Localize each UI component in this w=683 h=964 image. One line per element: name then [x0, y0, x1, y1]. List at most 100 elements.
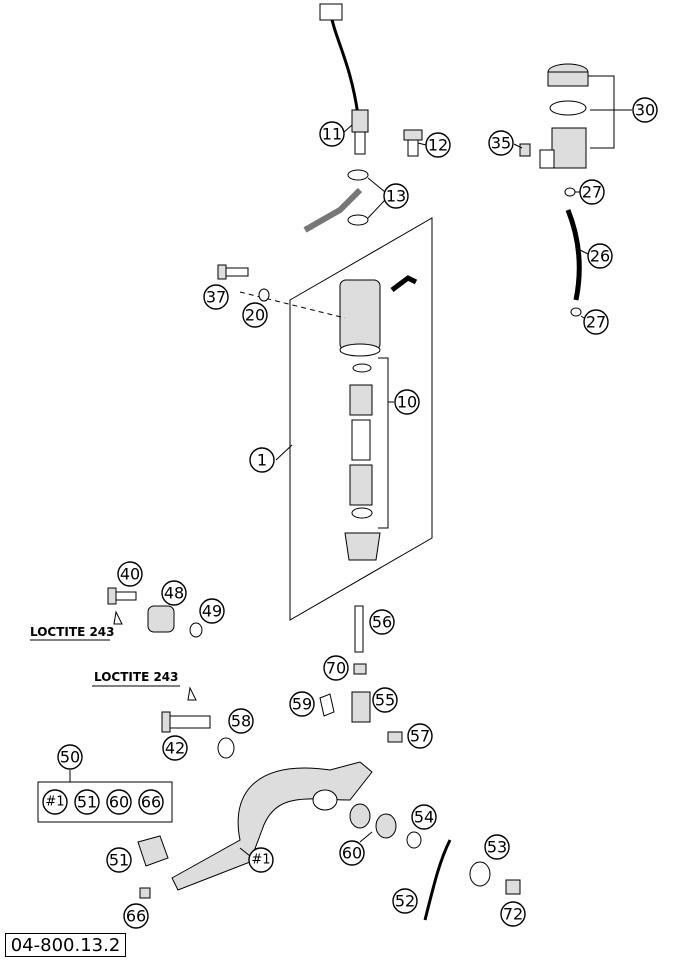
- svg-text:55: 55: [375, 691, 395, 710]
- clip-59: [319, 693, 335, 717]
- loctite-drop-1: [113, 610, 123, 625]
- seal-ring-upper: [347, 169, 369, 181]
- loctite-label-1: LOCTITE 243: [30, 625, 115, 639]
- svg-text:52: 52: [395, 892, 415, 911]
- svg-text:48: 48: [164, 584, 184, 603]
- callout-51: 51: [106, 847, 132, 873]
- loctite-drop-2: [187, 686, 197, 701]
- switch-connector: [319, 3, 343, 21]
- callout-55: 55: [372, 687, 398, 713]
- leader-13b: [367, 199, 386, 219]
- svg-text:42: 42: [165, 739, 185, 758]
- hose-fitting: [390, 275, 418, 292]
- callout-48: 48: [161, 580, 187, 606]
- washer-20: [258, 288, 270, 302]
- kit-item-1: #1: [42, 789, 68, 815]
- reservoir-body: [551, 127, 587, 169]
- lever-bore: [312, 789, 338, 811]
- leader-27b: [580, 315, 585, 319]
- callout-11: 11: [319, 121, 345, 147]
- svg-text:56: 56: [372, 613, 392, 632]
- drawing-number: 04-800.13.2: [5, 933, 126, 957]
- svg-text:59: 59: [292, 695, 312, 714]
- internal-ring: [352, 363, 372, 373]
- svg-text:37: 37: [206, 288, 226, 307]
- callout-50: 50: [57, 744, 83, 770]
- callout-27-lower: 27: [583, 309, 609, 335]
- svg-text:20: 20: [245, 306, 265, 325]
- washer-58: [217, 737, 235, 759]
- callout-58: 58: [228, 708, 254, 734]
- leader-26: [579, 249, 589, 255]
- assembly-frame-1: [289, 217, 433, 621]
- svg-text:57: 57: [410, 727, 430, 746]
- screw-66: [139, 887, 151, 899]
- leader-1: [275, 444, 293, 461]
- leader-60: [359, 831, 373, 843]
- clip-27-lower: [570, 307, 582, 317]
- svg-text:13: 13: [386, 187, 406, 206]
- callout-70: 70: [323, 655, 349, 681]
- svg-text:60: 60: [342, 844, 362, 863]
- svg-text:54: 54: [414, 808, 434, 827]
- loctite-label-2: LOCTITE 243: [94, 670, 179, 684]
- bracket-10: [378, 357, 389, 529]
- leader-35: [513, 143, 523, 149]
- callout-1: 1: [249, 447, 275, 473]
- leader-12: [417, 142, 427, 146]
- svg-text:26: 26: [590, 247, 610, 266]
- svg-text:10: 10: [397, 393, 417, 412]
- kit-item-60: 60: [106, 789, 132, 815]
- master-cylinder-bottom: [339, 343, 381, 357]
- return-spring: [351, 419, 371, 461]
- bolt-42-thread: [169, 715, 211, 729]
- callout-56: 56: [369, 609, 395, 635]
- nut-72: [505, 879, 521, 895]
- svg-text:11: 11: [322, 125, 342, 144]
- reservoir-cap-side: [547, 71, 589, 87]
- svg-text:72: 72: [503, 905, 523, 924]
- callout-lever: #1: [248, 847, 274, 873]
- callout-40: 40: [117, 561, 143, 587]
- callout-72: 72: [500, 901, 526, 927]
- bolt-37-thread: [225, 267, 249, 277]
- bracket-30: [588, 75, 615, 149]
- svg-text:#1: #1: [251, 853, 270, 868]
- bushing-48: [147, 605, 175, 633]
- reservoir-bracket: [539, 149, 555, 169]
- bearing-60a: [349, 803, 371, 829]
- svg-text:40: 40: [120, 565, 140, 584]
- svg-text:30: 30: [635, 101, 655, 120]
- leader-11: [342, 124, 353, 134]
- mount-dashline: [239, 291, 346, 319]
- callout-66: 66: [123, 903, 149, 929]
- part-51: [137, 835, 169, 867]
- callout-26: 26: [587, 243, 613, 269]
- svg-text:51: 51: [77, 793, 97, 812]
- callout-53: 53: [484, 834, 510, 860]
- bolt-40-thread: [115, 591, 137, 601]
- reservoir-hose: [565, 209, 582, 301]
- brake-hose: [303, 187, 363, 233]
- callout-42: 42: [162, 735, 188, 761]
- seal-ring-lower: [347, 214, 369, 226]
- leader-lever: [239, 847, 251, 857]
- svg-text:27: 27: [586, 313, 606, 332]
- washer-54: [406, 831, 422, 849]
- svg-text:53: 53: [487, 838, 507, 857]
- pin-57: [387, 731, 403, 743]
- kit-item-51: 51: [74, 789, 100, 815]
- callout-10: 10: [394, 389, 420, 415]
- svg-text:51: 51: [109, 851, 129, 870]
- svg-text:66: 66: [126, 907, 146, 926]
- return-spring-52: [423, 839, 452, 921]
- svg-text:66: 66: [141, 793, 161, 812]
- pushrod-56: [354, 605, 364, 653]
- bearing-60b: [375, 813, 397, 839]
- callout-12: 12: [425, 132, 451, 158]
- nut-49: [189, 622, 203, 638]
- svg-text:35: 35: [491, 134, 511, 153]
- svg-text:58: 58: [231, 712, 251, 731]
- callout-35: 35: [488, 130, 514, 156]
